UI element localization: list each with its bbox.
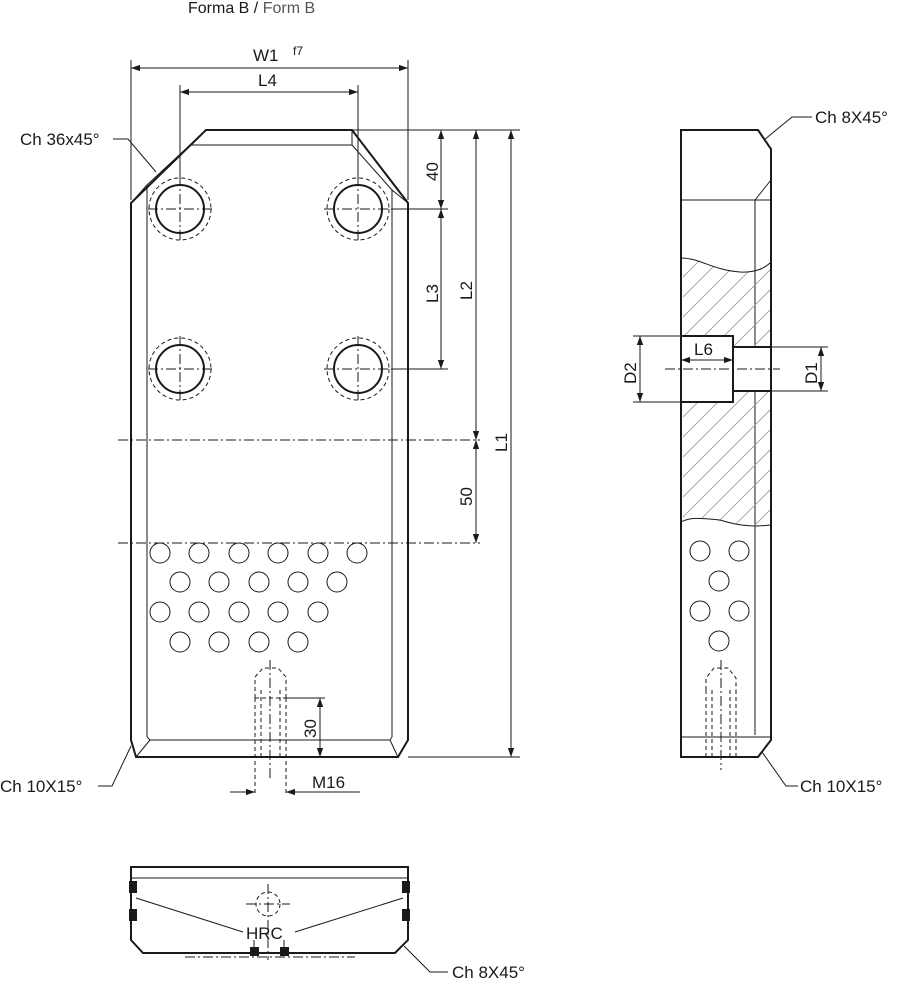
callout-chamfer-10x15-side-text: Ch 10X15° <box>800 777 882 796</box>
drawing-title: Forma B / Form B <box>188 0 315 18</box>
counterbore-hole-mid-left <box>148 336 214 402</box>
dim-d2-label: D2 <box>621 362 640 384</box>
front-bevel-top <box>146 144 393 203</box>
dim-d1-label: D1 <box>802 362 821 384</box>
dim-l1-label: L1 <box>492 433 511 452</box>
dim-m16-label: M16 <box>312 773 345 792</box>
hrc-callout: HRC <box>135 897 404 947</box>
callout-chamfer-8x45-side: Ch 8X45° <box>763 108 888 141</box>
callout-chamfer-36x45-text: Ch 36x45° <box>20 130 100 149</box>
bottom-view: HRC Ch 8X45° <box>129 866 525 982</box>
hrc-label: HRC <box>246 924 283 943</box>
callout-chamfer-10x15-front: Ch 10X15° <box>0 745 132 796</box>
dim-40-label: 40 <box>423 162 442 181</box>
dim-50-label: 50 <box>457 487 476 506</box>
dim-l3: L3 <box>423 209 445 369</box>
counterbore-hole-top-right <box>324 176 392 242</box>
dim-w1-label: W1 <box>253 46 279 65</box>
dim-l6-label: L6 <box>694 340 713 359</box>
callout-chamfer-8x45-side-text: Ch 8X45° <box>815 108 888 127</box>
hrc-marker-bottom-right <box>280 947 289 956</box>
dim-d1: D1 <box>771 346 828 392</box>
front-bevel-corner-right <box>391 189 409 204</box>
dim-m16: M16 <box>230 773 360 796</box>
bottom-hole <box>185 884 355 960</box>
callout-chamfer-36x45: Ch 36x45° <box>20 130 157 173</box>
dim-l4-label: L4 <box>258 71 277 90</box>
hrc-marker-left-upper <box>129 881 137 893</box>
callout-chamfer-8x45-bottom-text: Ch 8X45° <box>452 963 525 982</box>
front-bottom-chamfer-right <box>389 739 399 758</box>
dim-l3-label: L3 <box>423 284 442 303</box>
hrc-marker-bottom-left <box>250 947 259 956</box>
dim-50: 50 <box>457 440 480 543</box>
title-italian: Forma B <box>188 0 250 17</box>
callout-chamfer-8x45-bottom: Ch 8X45° <box>403 945 525 982</box>
side-counterbore <box>665 335 780 403</box>
hrc-marker-right-upper <box>402 881 410 893</box>
dim-d2: D2 <box>621 335 681 403</box>
dim-l2-label: L2 <box>457 281 476 300</box>
side-break-line-bottom <box>680 517 772 527</box>
threaded-hole-m16 <box>254 660 287 795</box>
title-separator: / <box>253 0 259 17</box>
counterbore-hole-top-left <box>148 176 214 242</box>
side-lubricant-plugs <box>689 540 750 652</box>
front-bevel-edge-left <box>189 129 207 146</box>
side-outline <box>680 129 772 758</box>
dim-l4: L4 <box>179 71 359 178</box>
front-view: W1 f7 L4 40 L3 L2 <box>0 44 520 796</box>
front-bevel-corner-left <box>130 184 148 204</box>
front-bottom-chamfer-left <box>135 739 151 758</box>
side-break-line-top <box>680 257 772 273</box>
dim-40: 40 <box>423 130 445 209</box>
side-view: L6 D2 D1 <box>621 108 888 796</box>
dim-w1-tolerance: f7 <box>293 44 303 58</box>
dim-l6: L6 <box>681 340 733 364</box>
hrc-marker-right-lower <box>402 909 410 921</box>
bottom-chamfer-left <box>130 939 144 954</box>
dim-30: 30 <box>286 697 325 757</box>
title-english: Form B <box>262 0 316 17</box>
hrc-marker-left-lower <box>129 909 137 921</box>
lubricant-plug-pattern <box>149 542 368 653</box>
side-section-hatch <box>683 258 770 526</box>
counterbore-hole-mid-right <box>324 336 392 402</box>
callout-chamfer-10x15-side: Ch 10X15° <box>761 751 882 796</box>
callout-chamfer-10x15-front-text: Ch 10X15° <box>0 777 82 796</box>
dim-w1: W1 f7 <box>130 44 409 200</box>
dim-l1: L1 <box>492 130 515 757</box>
dim-l2: L2 <box>457 130 480 440</box>
dim-30-label: 30 <box>301 719 320 738</box>
side-threaded-hole <box>705 660 737 770</box>
side-inner-chamfer <box>754 179 772 201</box>
